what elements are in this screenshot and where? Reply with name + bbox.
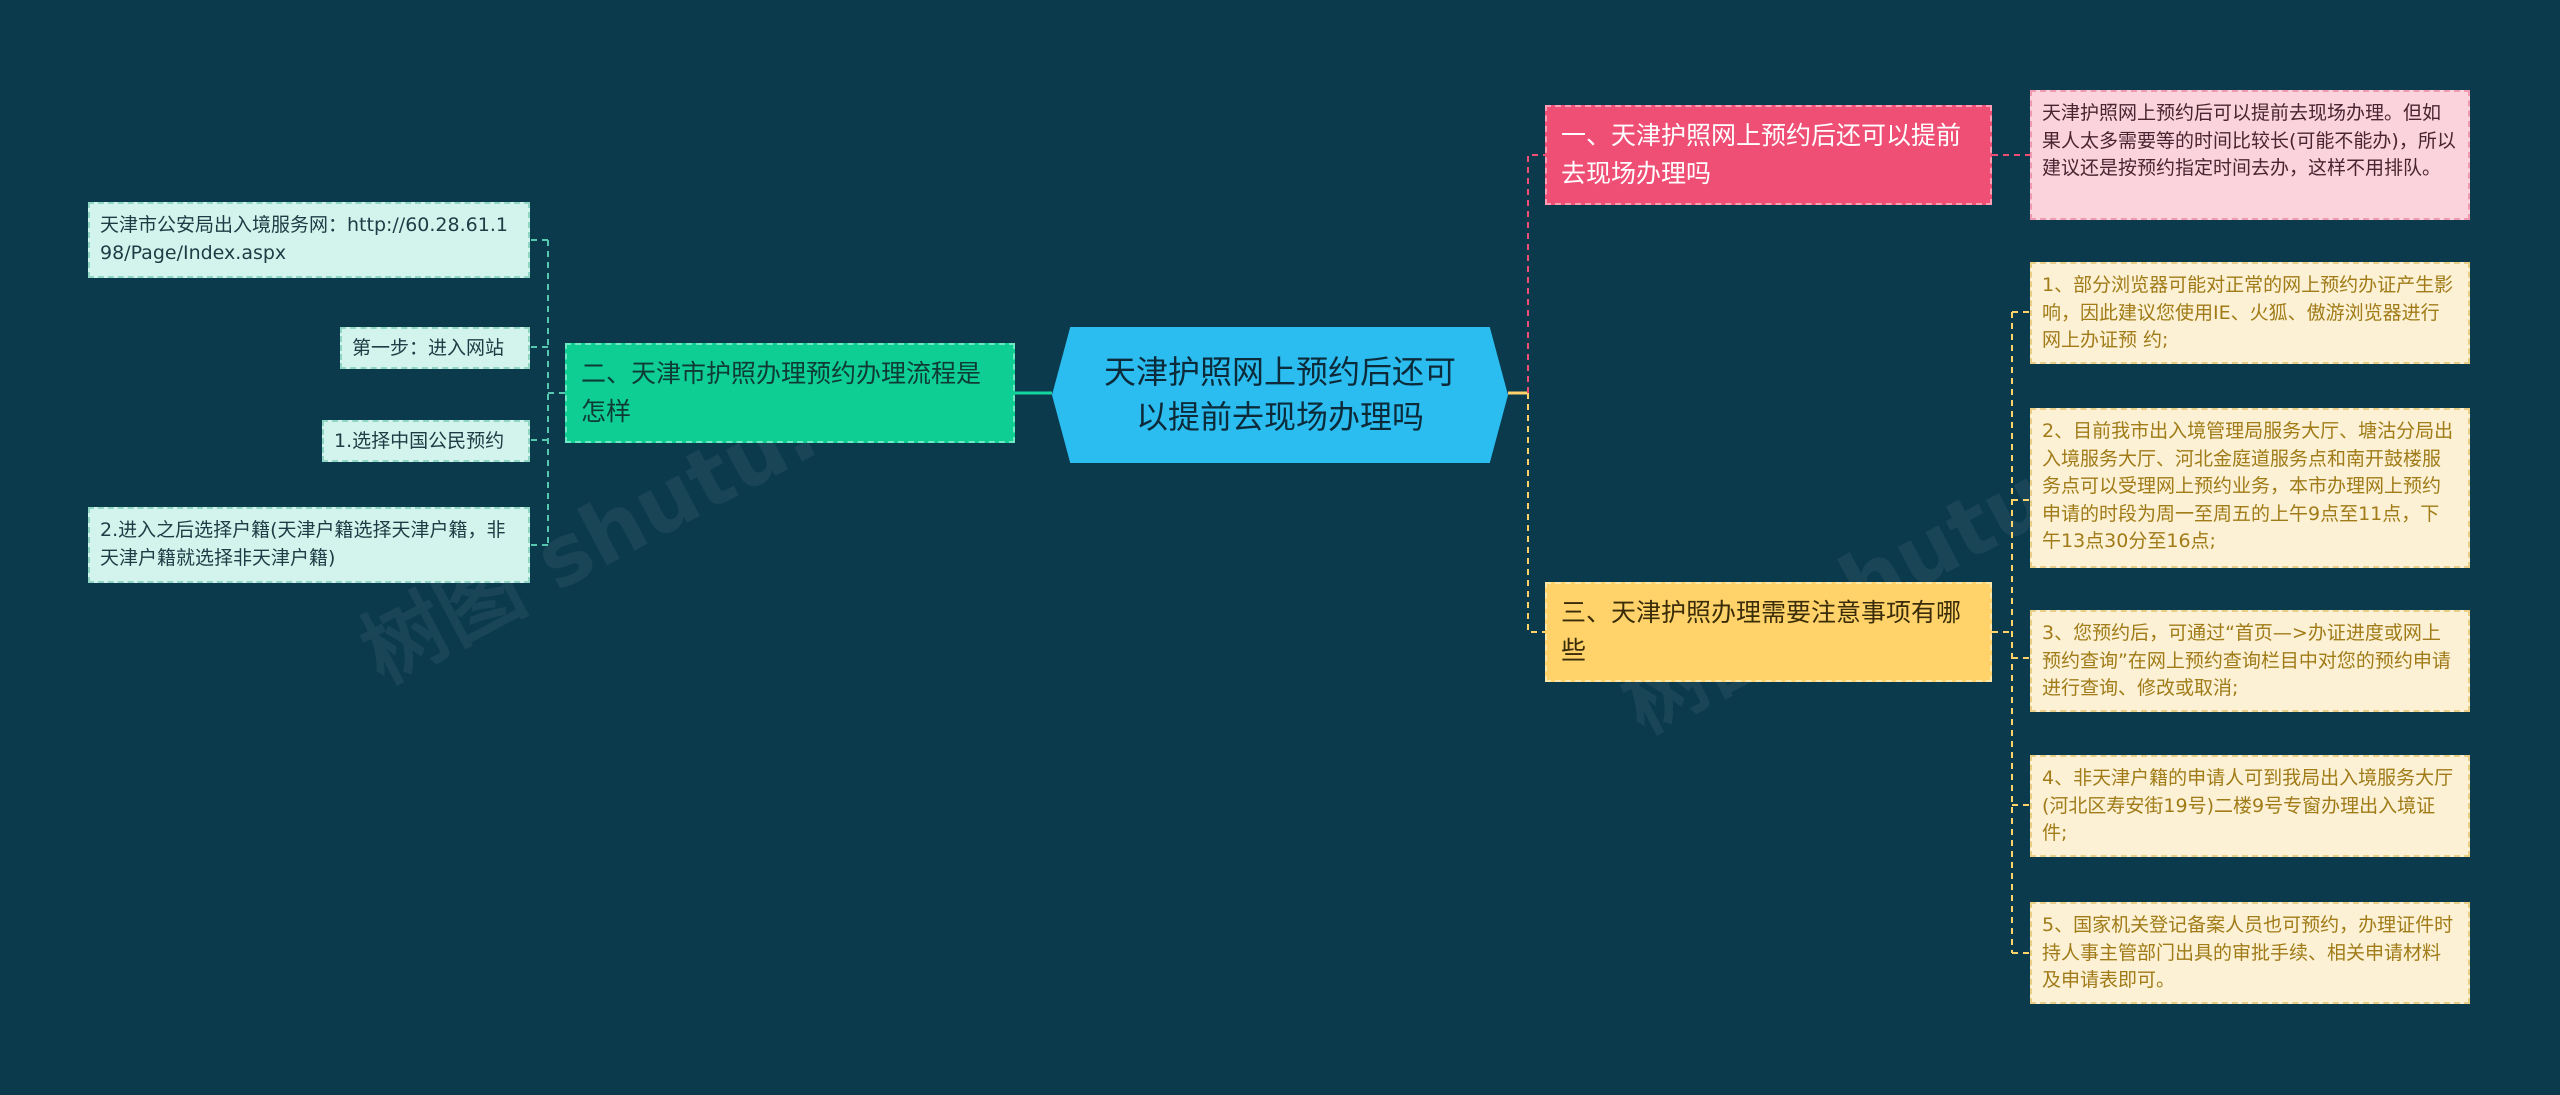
leaf-text: 天津市公安局出入境服务网：http://60.28.61.198/Page/In… — [100, 214, 508, 264]
leaf-text: 2.进入之后选择户籍(天津户籍选择天津户籍，非天津户籍就选择非天津户籍) — [100, 519, 506, 569]
leaf-text: 1.选择中国公民预约 — [334, 430, 505, 452]
leaf-text: 1、部分浏览器可能对正常的网上预约办证产生影响，因此建议您使用IE、火狐、傲游浏… — [2042, 274, 2454, 352]
connector — [547, 240, 565, 545]
leaf-website[interactable]: 天津市公安局出入境服务网：http://60.28.61.198/Page/In… — [88, 202, 530, 278]
leaf-note-2[interactable]: 2、目前我市出入境管理局服务大厅、塘沽分局出入境服务大厅、河北金庭道服务点和南开… — [2030, 408, 2470, 568]
branch-notes[interactable]: 三、天津护照办理需要注意事项有哪些 — [1545, 582, 1992, 682]
root-topic[interactable]: 天津护照网上预约后还可以提前去现场办理吗 — [1052, 327, 1508, 463]
root-topic-label: 天津护照网上预约后还可以提前去现场办理吗 — [1103, 353, 1456, 436]
leaf-note-4[interactable]: 4、非天津户籍的申请人可到我局出入境服务大厅(河北区寿安街19号)二楼9号专窗办… — [2030, 755, 2470, 857]
leaf-text: 3、您预约后，可通过“首页—>办证进度或网上预约查询”在网上预约查询栏目中对您的… — [2042, 622, 2451, 700]
leaf-note-1[interactable]: 1、部分浏览器可能对正常的网上预约办证产生影响，因此建议您使用IE、火狐、傲游浏… — [2030, 262, 2470, 364]
connector — [1527, 393, 1545, 633]
branch-label: 一、天津护照网上预约后还可以提前去现场办理吗 — [1561, 121, 1962, 188]
leaf-step-one[interactable]: 第一步：进入网站 — [340, 327, 530, 369]
connector — [1527, 154, 1545, 393]
leaf-select-citizen[interactable]: 1.选择中国公民预约 — [322, 420, 530, 462]
leaf-select-household[interactable]: 2.进入之后选择户籍(天津户籍选择天津户籍，非天津户籍就选择非天津户籍) — [88, 507, 530, 583]
leaf-advance-answer[interactable]: 天津护照网上预约后可以提前去现场办理。但如果人太多需要等的时间比较长(可能不能办… — [2030, 90, 2470, 220]
connector — [530, 239, 548, 546]
leaf-text: 天津护照网上预约后可以提前去现场办理。但如果人太多需要等的时间比较长(可能不能办… — [2042, 102, 2456, 180]
leaf-note-3[interactable]: 3、您预约后，可通过“首页—>办证进度或网上预约查询”在网上预约查询栏目中对您的… — [2030, 610, 2470, 712]
leaf-note-5[interactable]: 5、国家机关登记备案人员也可预约，办理证件时持人事主管部门出具的审批手续、相关申… — [2030, 902, 2470, 1004]
branch-label: 三、天津护照办理需要注意事项有哪些 — [1561, 598, 1962, 665]
branch-label: 二、天津市护照办理预约办理流程是怎样 — [581, 359, 982, 426]
leaf-text: 5、国家机关登记备案人员也可预约，办理证件时持人事主管部门出具的审批手续、相关申… — [2042, 914, 2454, 992]
connector — [2012, 311, 2030, 954]
connector — [1992, 312, 2013, 953]
leaf-text: 2、目前我市出入境管理局服务大厅、塘沽分局出入境服务大厅、河北金庭道服务点和南开… — [2042, 420, 2454, 553]
branch-advance-visit[interactable]: 一、天津护照网上预约后还可以提前去现场办理吗 — [1545, 105, 1992, 205]
branch-process-steps[interactable]: 二、天津市护照办理预约办理流程是怎样 — [565, 343, 1015, 443]
leaf-text: 第一步：进入网站 — [352, 337, 505, 359]
leaf-text: 4、非天津户籍的申请人可到我局出入境服务大厅(河北区寿安街19号)二楼9号专窗办… — [2042, 767, 2454, 845]
